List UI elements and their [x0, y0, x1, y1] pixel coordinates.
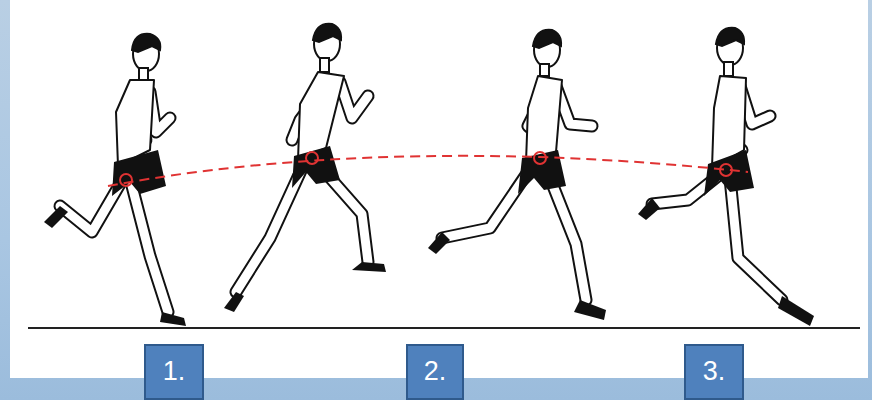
callout-number: 1.: [163, 357, 186, 387]
ground-line: [28, 327, 860, 329]
callout-box: 1.: [144, 344, 204, 400]
callout-number: 3.: [703, 357, 726, 387]
callout-box: 2.: [406, 344, 464, 400]
hip-path: [108, 156, 748, 186]
callout-box: 3.: [684, 344, 744, 400]
callout-number: 2.: [424, 357, 447, 387]
